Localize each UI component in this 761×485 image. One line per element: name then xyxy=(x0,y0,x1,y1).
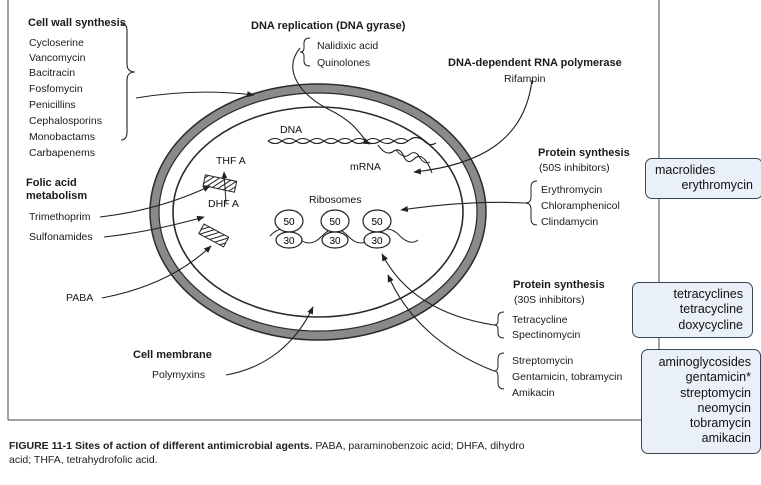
arrow-rna-polymerase xyxy=(413,79,533,175)
caption-text-line2: acid; THFA, tetrahydrofolic acid. xyxy=(9,454,158,467)
dna-strand-end xyxy=(407,136,437,146)
protein50s-subheading: (50S inhibitors) xyxy=(539,162,610,174)
note-macrolides: macrolides erythromycin xyxy=(645,158,761,199)
drug-gentamicin-tobramycin: Gentamicin, tobramycin xyxy=(512,371,623,383)
arrow-30s-b xyxy=(387,274,495,372)
drug-quinolones: Quinolones xyxy=(317,57,371,69)
protein30s-brace-b xyxy=(493,352,505,390)
arrow-30s-a xyxy=(381,253,495,326)
ribosome-2-small-label: 30 xyxy=(329,236,341,247)
arrow-cell-membrane xyxy=(225,306,314,376)
protein30s-brace-a xyxy=(493,311,505,339)
dhfa-to-thfa-arrow xyxy=(221,171,228,204)
ribosomes-label: Ribosomes xyxy=(309,194,362,206)
figure-caption: FIGURE 11-1 Sites of action of different… xyxy=(9,439,744,467)
ribosome-1 xyxy=(274,209,304,249)
arrow-sulfonamides xyxy=(103,215,205,238)
protein50s-heading: Protein synthesis xyxy=(538,147,630,159)
drug-vancomycin: Vancomycin xyxy=(29,52,86,64)
drug-cycloserine: Cycloserine xyxy=(29,37,84,49)
note-aminoglycosides-title: aminoglycosides xyxy=(658,355,751,369)
note-aminoglycosides-item-4: tobramycin xyxy=(689,416,751,430)
thfa-label: THF A xyxy=(216,155,246,167)
folic-acid-heading-line2: metabolism xyxy=(26,190,88,202)
caption-text: PABA, paraminobenzoic acid; DHFA, dihydr… xyxy=(315,440,525,452)
note-tetracyclines-title: tetracyclines xyxy=(673,287,743,301)
drug-polymyxins: Polymyxins xyxy=(152,369,206,381)
drug-amikacin: Amikacin xyxy=(512,387,555,399)
note-aminoglycosides-item-3: neomycin xyxy=(697,400,752,415)
arrow-cell-wall xyxy=(135,91,255,99)
rna-polymerase-heading: DNA-dependent RNA polymerase xyxy=(448,57,622,69)
dna-replication-heading: DNA replication (DNA gyrase) xyxy=(251,20,406,32)
drug-streptomycin: Streptomycin xyxy=(512,355,574,367)
drug-chloramphenicol: Chloramphenicol xyxy=(541,200,620,212)
drug-bacitracin: Bacitracin xyxy=(29,67,76,79)
drug-cephalosporins: Cephalosporins xyxy=(29,115,102,127)
dhfa-label: DHF A xyxy=(208,198,239,210)
ribosome-3-large-label: 50 xyxy=(371,217,383,228)
cell-wall-brace xyxy=(120,23,136,141)
mrna-label: mRNA xyxy=(350,161,381,173)
drug-trimethoprim: Trimethoprim xyxy=(29,211,91,223)
note-aminoglycosides-item-5: amikacin xyxy=(701,431,751,446)
dna-label: DNA xyxy=(280,124,302,136)
drug-rifampin: Rifampin xyxy=(504,73,546,85)
ribosome-2-large-label: 50 xyxy=(329,217,341,228)
note-tetracyclines: tetracyclines tetracycline doxycycline xyxy=(632,282,753,338)
dna-strand-b xyxy=(267,137,409,145)
ribosome-2 xyxy=(320,209,350,249)
cell-wall-heading: Cell wall synthesis xyxy=(28,17,126,29)
arrow-50s xyxy=(400,201,526,213)
drug-clindamycin: Clindamycin xyxy=(541,216,599,228)
drug-tetracycline: Tetracycline xyxy=(512,314,568,326)
cell-membrane-heading: Cell membrane xyxy=(133,349,212,361)
ribosome-1-large-label: 50 xyxy=(283,217,295,228)
dhps-block xyxy=(198,223,230,248)
drug-monobactams: Monobactams xyxy=(29,131,95,143)
ribosome-3 xyxy=(362,209,392,249)
note-aminoglycosides: aminoglycosides gentamicin* streptomycin… xyxy=(641,349,761,454)
ribosome-3-small-label: 30 xyxy=(371,236,383,247)
folic-acid-heading-line1: Folic acid xyxy=(26,177,77,189)
paba-label: PABA xyxy=(66,292,94,304)
note-aminoglycosides-item-1: gentamicin* xyxy=(685,370,751,385)
protein50s-brace xyxy=(524,180,538,226)
drug-sulfonamides: Sulfonamides xyxy=(29,231,93,243)
arrow-paba xyxy=(101,245,212,299)
drug-fosfomycin: Fosfomycin xyxy=(29,83,83,95)
mrna-strand-2 xyxy=(395,149,431,164)
protein30s-subheading: (30S inhibitors) xyxy=(514,294,585,306)
drug-spectinomycin: Spectinomycin xyxy=(512,329,581,341)
caption-figure-number: FIGURE 11-1 xyxy=(9,440,73,452)
dhfr-block xyxy=(202,174,238,193)
note-macrolides-item: erythromycin xyxy=(681,178,753,193)
arrow-dna-gyrase xyxy=(292,47,371,145)
drug-nalidixic-acid: Nalidixic acid xyxy=(317,40,379,52)
note-macrolides-title: macrolides xyxy=(655,163,716,177)
drug-erythromycin: Erythromycin xyxy=(541,184,603,196)
arrow-trimethoprim xyxy=(99,185,211,218)
drug-carbapenems: Carbapenems xyxy=(29,147,95,159)
dna-brace xyxy=(299,37,311,67)
note-tetracyclines-item-2: doxycycline xyxy=(678,317,743,332)
drug-penicillins: Penicillins xyxy=(29,99,76,111)
protein30s-heading: Protein synthesis xyxy=(513,279,605,291)
caption-title: Sites of action of different antimicrobi… xyxy=(74,440,313,452)
cell-wall-inner-edge xyxy=(158,92,478,332)
ribosome-1-small-label: 30 xyxy=(283,236,295,247)
cell-membrane xyxy=(172,106,464,318)
note-aminoglycosides-item-2: streptomycin xyxy=(680,385,751,400)
mrna-strand xyxy=(377,144,433,174)
note-tetracyclines-item-1: tetracycline xyxy=(679,302,743,317)
